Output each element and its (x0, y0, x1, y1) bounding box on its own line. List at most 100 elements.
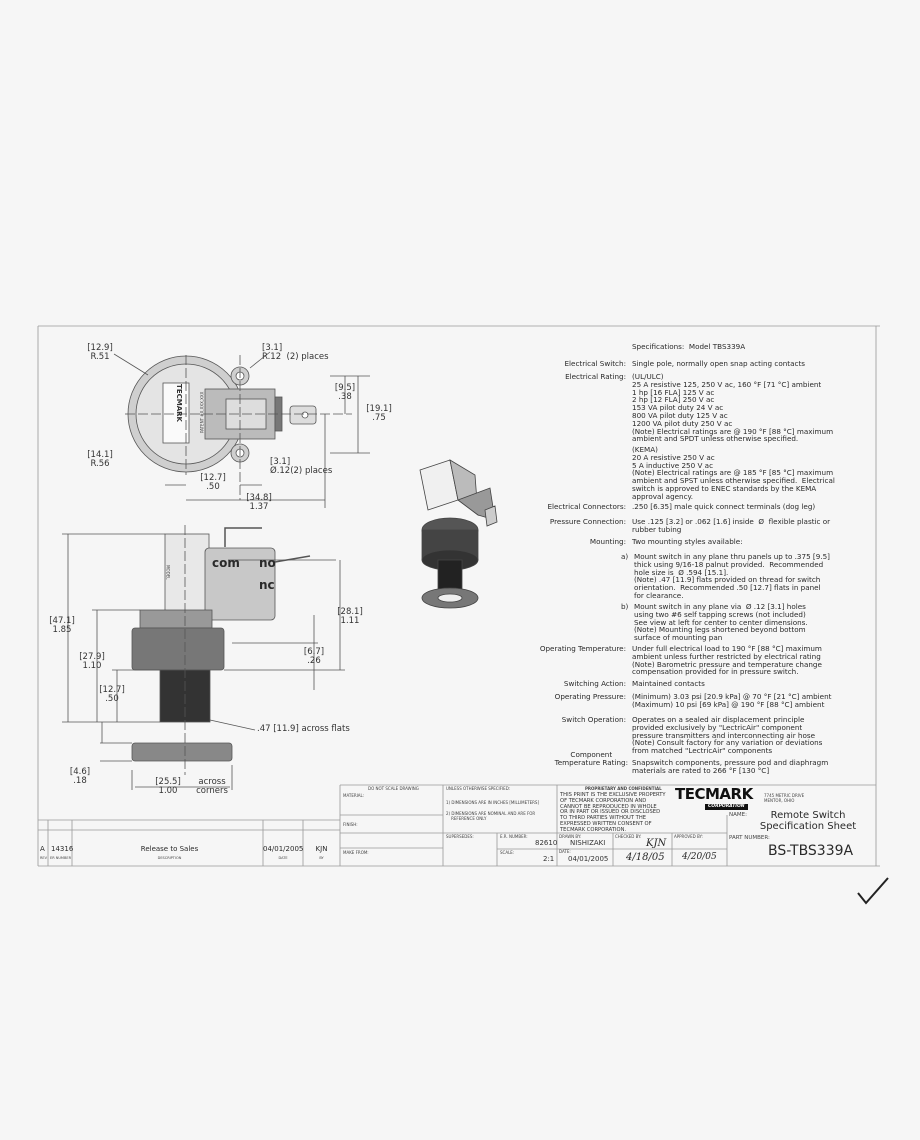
dim-across-flats: .47 [11.9] across flats (257, 724, 350, 734)
spec-value-line: .250 [6.35] male quick connect terminals… (632, 502, 816, 511)
approved-by-label: APPROVED BY: (674, 834, 703, 839)
make-from-label: MAKE FROM: (343, 850, 369, 855)
spec-label: Operating Pressure: (554, 692, 626, 701)
checked-date: 4/18/05 (626, 852, 665, 863)
spec-value-line: approval agency. (632, 491, 694, 501)
checkmark-mark (857, 877, 889, 905)
spec-value-line: 800 VA pilot duty 125 V ac (632, 411, 728, 420)
sheet-frame (37, 325, 880, 867)
part-number: BS-TBS339A (768, 843, 854, 859)
rev-cell: A (40, 845, 45, 853)
spec-value-line: switch is approved to ENEC standards by … (632, 484, 817, 493)
description-header: DESCRIPTION (157, 856, 182, 860)
spec-value-line: thick using 9/16-18 palnut provided. Rec… (634, 559, 824, 569)
spec-value-line: 1200 VA pilot duty 250 V ac (632, 418, 733, 428)
scale-label: SCALE: (500, 850, 515, 855)
spec-value-line: 25 A resistive 125, 250 V ac, 160 °F [71… (632, 379, 822, 389)
spec-value-line: (KEMA) (632, 445, 658, 454)
spec-value-line: hole size is Ø .594 [15.1]. (634, 567, 729, 577)
do-not-scale: DO NOT SCALE DRAWING (368, 786, 419, 791)
spec-value-line: compensation provided for in pressure sw… (632, 667, 799, 677)
spec-label: a) (621, 552, 629, 561)
note-1: 1) DIMENSIONS ARE IN INCHES [MILLIMETERS… (446, 800, 540, 805)
spec-label: Pressure Connection: (549, 517, 626, 526)
note-2: 2) DIMENSIONS ARE NOMINAL AND ARE FOR RE… (446, 811, 536, 821)
spec-value-line: Operates on a sealed air displacement pr… (632, 715, 805, 724)
spec-value-line: materials are rated to 266 °F [130 °C] (632, 765, 770, 775)
dim-r56: [14.1] R.56 (87, 450, 113, 469)
spec-value-line: See view at left for center to center di… (634, 617, 808, 627)
dim-18: [4.6] .18 (69, 767, 91, 786)
isometric-view-drawing (419, 459, 498, 609)
dim-across-corners-label: across corners (196, 777, 228, 796)
proprietary-text: THIS PRINT IS THE EXCLUSIVE PROPERTY OF … (560, 792, 666, 833)
spec-value-line: Maintained contacts (632, 679, 705, 688)
spec-value-line: Use .125 [3.2] or .062 [1.6] inside Ø fl… (632, 517, 831, 526)
company-logo-sub: CORPORATION (705, 804, 748, 810)
top-view-drawing (113, 351, 370, 508)
dim-r51: [12.9] R.51 (87, 343, 113, 362)
drawing-name: Remote Switch Specification Sheet (759, 810, 857, 832)
spec-label: Electrical Rating: (565, 372, 626, 381)
dim-185: [47.1] 1.85 (49, 616, 75, 635)
dim-hole: [3.1] Ø.12(2) places (270, 457, 333, 476)
material-label: MATERIAL: (343, 793, 365, 798)
spec-value-line: 153 VA pilot duty 24 V ac (632, 403, 724, 413)
dim-50-side: [12.7] .50 (99, 685, 125, 704)
spec-value-line: Mount switch in any plane via Ø .12 [3.1… (634, 602, 806, 611)
dim-r12: [3.1] R.12 (2) places (262, 343, 329, 362)
spec-label: Mounting: (589, 537, 626, 546)
dim-137: [34.8] 1.37 (246, 493, 272, 512)
spec-label: Electrical Switch: (564, 359, 626, 368)
checked-initials: KJN (646, 838, 667, 849)
spec-value-line: (Note) Consult factory for any variation… (632, 738, 823, 748)
dim-50-top: [12.7] .50 (200, 473, 226, 492)
spec-value-line: 5 A inductive 250 V ac (632, 460, 714, 470)
drawn-date: 04/01/2005 (568, 855, 609, 863)
checked-by-label: CHECKED BY: (615, 834, 642, 839)
side-view-drawing (62, 525, 345, 790)
dim-38: [9.5] .38 (334, 383, 356, 402)
dim-26: [6.7] .26 (303, 647, 325, 666)
top-view-logo: TECMARK (174, 384, 183, 422)
spec-value-line: ambient and SPDT unless otherwise specif… (632, 434, 799, 444)
spec-label: Switch Operation: (561, 715, 626, 724)
spec-value-line: 2 hp [12 FLA] 250 V ac (632, 395, 715, 405)
rev-description-cell: Release to Sales (140, 845, 199, 853)
finish-label: FINISH: (343, 822, 358, 827)
side-model-label: MODEL (165, 565, 171, 580)
spec-value-line: (Minimum) 3.03 psi [20.9 kPa] @ 70 °F [2… (632, 692, 832, 701)
top-view-patent: PATENT #X,XXX,XXX (199, 391, 205, 433)
terminal-nc: nc (259, 578, 275, 592)
drawn-date-label: DATE: (559, 849, 571, 854)
rev-by-cell: KJN (315, 845, 328, 853)
spec-value-line: provided exclusively by "LectricAir" com… (632, 722, 803, 732)
spec-value-line: Two mounting styles available: (632, 537, 743, 546)
date-header: DATE (278, 856, 288, 860)
drawn-by-label: DRAWN BY: (559, 834, 582, 839)
spec-value-line: ambient and SPST unless otherwise specif… (632, 476, 835, 486)
approved-date: 4/20/05 (682, 852, 717, 862)
spec-value-line: orientation. Recommended .50 [12.7] flat… (634, 583, 821, 593)
spec-value-line: using two #6 self tapping screws (not in… (634, 609, 806, 619)
spec-heading: Specifications: Model TBS339A (632, 342, 746, 351)
dim-across-corners: [25.5] 1.00 (155, 777, 181, 796)
er-number-header: ER NUMBER (50, 856, 71, 860)
company-address: 7745 METRIC DRIVE MENTOR, OHIO (764, 793, 805, 803)
spec-value-line: 20 A resistive 250 V ac (632, 452, 715, 462)
rev-date-cell: 04/01/2005 (263, 845, 304, 853)
dim-111: [28.1] 1.11 (337, 607, 363, 626)
er-number-label: E.R. NUMBER: (500, 834, 528, 839)
dim-75: [19.1] .75 (366, 404, 392, 423)
by-header: BY (319, 856, 324, 860)
proprietary-title: PROPRIETARY AND CONFIDENTIAL (585, 786, 662, 791)
spec-value-line: Snapswitch components, pressure pod and … (632, 758, 829, 767)
rev-er-cell: 14316 (51, 845, 74, 853)
supersedes-label: SUPERSEDES: (446, 834, 474, 839)
spec-label: Operating Temperature: (539, 644, 626, 653)
scale-value: 2:1 (543, 855, 555, 863)
er-number: 82610 (535, 839, 558, 847)
spec-value-line: pressure transmitters and interconnectin… (632, 730, 816, 740)
spec-value-line: (Note) .47 [11.9] flats provided on thre… (634, 575, 821, 585)
